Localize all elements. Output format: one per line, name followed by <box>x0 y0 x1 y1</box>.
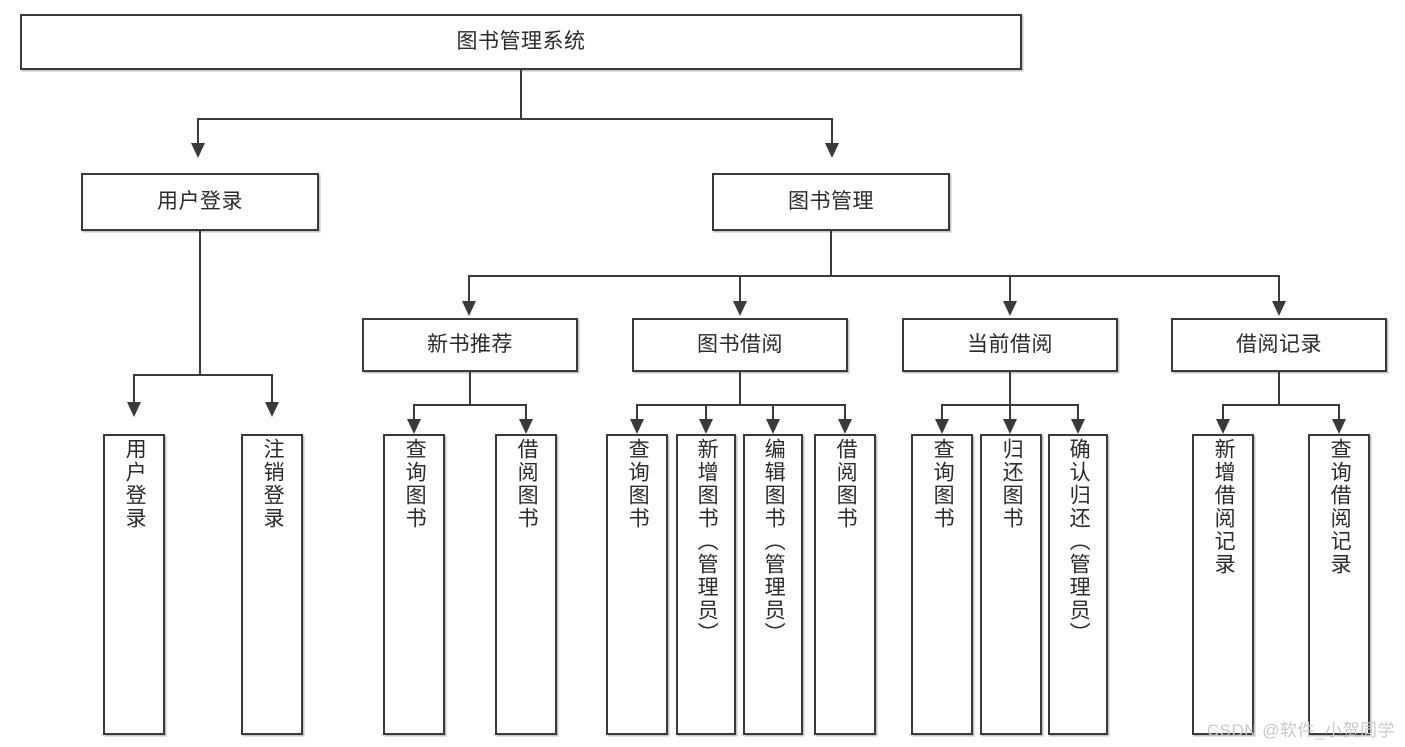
node-book-management[interactable]: 图书管理 <box>712 173 950 231</box>
connector-book-manage-drop-3 <box>1009 275 1011 303</box>
connector-current-borrow-stem <box>1009 372 1011 406</box>
node-leaf-add-borrow-record[interactable]: 新增借阅记录 <box>1192 434 1254 735</box>
connector-root-drop-right <box>831 118 833 146</box>
node-leaf-borrow-book[interactable]: 借阅图书 <box>814 434 876 735</box>
node-label: 借阅图书 <box>515 438 539 530</box>
node-label: 图书管理系统 <box>456 30 586 54</box>
node-current-borrow[interactable]: 当前借阅 <box>902 318 1118 372</box>
connector-book-borrow-drop-2 <box>705 404 707 422</box>
connector-book-manage-drop-2 <box>739 275 741 303</box>
arrowhead-leaf-add-record <box>1216 419 1230 434</box>
node-leaf-edit-book-admin[interactable]: 编辑图书（管理员） <box>743 434 803 735</box>
node-label: 归还图书 <box>1000 438 1024 530</box>
connector-new-book-drop-1 <box>413 404 415 422</box>
arrowhead-leaf-borrow-book-2 <box>838 419 852 434</box>
node-root-system[interactable]: 图书管理系统 <box>20 14 1022 70</box>
arrowhead-leaf-query-book-3 <box>935 419 949 434</box>
arrowhead-leaf-logout <box>265 402 279 417</box>
connector-borrow-record-stem <box>1278 372 1280 406</box>
connector-user-login-stem <box>199 231 201 376</box>
arrowhead-borrow-record <box>1272 301 1286 316</box>
arrowhead-leaf-user-login <box>127 402 141 417</box>
node-book-borrow[interactable]: 图书借阅 <box>632 318 848 372</box>
node-label: 用户登录 <box>123 438 147 530</box>
node-label: 用户登录 <box>157 190 243 214</box>
connector-root-stem <box>520 70 522 119</box>
connector-borrow-record-drop-1 <box>1222 404 1224 422</box>
node-borrow-record[interactable]: 借阅记录 <box>1171 318 1387 372</box>
node-label: 查询图书 <box>931 438 955 530</box>
node-label: 借阅图书 <box>834 438 858 530</box>
arrowhead-book-manage <box>825 143 839 158</box>
node-leaf-user-login[interactable]: 用户登录 <box>103 434 165 735</box>
connector-new-book-bus <box>413 404 527 406</box>
node-user-login[interactable]: 用户登录 <box>81 173 319 231</box>
node-leaf-return-book[interactable]: 归还图书 <box>980 434 1042 735</box>
connector-borrow-record-drop-2 <box>1338 404 1340 422</box>
connector-book-borrow-drop-1 <box>636 404 638 422</box>
node-leaf-confirm-return-admin[interactable]: 确认归还（管理员） <box>1048 434 1108 735</box>
arrowhead-user-login <box>191 143 205 158</box>
node-label: 图书管理 <box>788 190 874 214</box>
arrowhead-leaf-return-book <box>1003 419 1017 434</box>
arrowhead-new-book-recommend <box>462 301 476 316</box>
node-leaf-query-book-borrow[interactable]: 查询图书 <box>606 434 668 735</box>
connector-book-borrow-drop-4 <box>844 404 846 422</box>
node-label: 新增借阅记录 <box>1212 438 1236 576</box>
node-leaf-add-book-admin[interactable]: 新增图书（管理员） <box>676 434 736 735</box>
connector-current-borrow-drop-1 <box>941 404 943 422</box>
arrowhead-current-borrow <box>1003 301 1017 316</box>
node-label: 注销登录 <box>261 438 285 530</box>
node-label: 图书借阅 <box>697 333 783 357</box>
connector-current-borrow-drop-3 <box>1077 404 1079 422</box>
watermark-text: CSDN @软件_小贺同学 <box>1206 721 1395 740</box>
node-label: 编辑图书（管理员） <box>762 438 786 645</box>
node-leaf-query-book-recommend[interactable]: 查询图书 <box>383 434 445 735</box>
connector-new-book-stem <box>469 372 471 406</box>
connector-book-manage-bus <box>468 275 1279 277</box>
connector-book-borrow-bus <box>636 404 846 406</box>
arrowhead-book-borrow <box>733 301 747 316</box>
connector-root-bus <box>197 118 833 120</box>
node-label: 借阅记录 <box>1236 333 1322 357</box>
connector-user-login-drop-1 <box>133 374 135 404</box>
node-new-book-recommend[interactable]: 新书推荐 <box>362 318 578 372</box>
connector-user-login-bus <box>133 374 273 376</box>
connector-book-manage-drop-1 <box>468 275 470 303</box>
connector-root-drop-left <box>197 118 199 146</box>
arrowhead-leaf-confirm-return <box>1071 419 1085 434</box>
connector-current-borrow-drop-2 <box>1009 404 1011 422</box>
node-label: 新增图书（管理员） <box>695 438 719 645</box>
connector-borrow-record-bus <box>1222 404 1340 406</box>
arrowhead-leaf-query-book-1 <box>407 419 421 434</box>
node-leaf-query-book-current[interactable]: 查询图书 <box>911 434 973 735</box>
node-leaf-logout[interactable]: 注销登录 <box>241 434 303 735</box>
node-label: 查询图书 <box>626 438 650 530</box>
connector-new-book-drop-2 <box>525 404 527 422</box>
connector-user-login-drop-2 <box>271 374 273 404</box>
node-leaf-borrow-book-recommend[interactable]: 借阅图书 <box>495 434 557 735</box>
node-leaf-query-borrow-record[interactable]: 查询借阅记录 <box>1308 434 1370 735</box>
arrowhead-leaf-query-book-2 <box>630 419 644 434</box>
node-label: 查询借阅记录 <box>1328 438 1352 576</box>
arrowhead-leaf-add-book <box>699 419 713 434</box>
node-label: 新书推荐 <box>427 333 513 357</box>
node-label: 查询图书 <box>403 438 427 530</box>
arrowhead-leaf-borrow-book-1 <box>519 419 533 434</box>
connector-book-manage-drop-4 <box>1278 275 1280 303</box>
connector-book-borrow-drop-3 <box>772 404 774 422</box>
node-label: 确认归还（管理员） <box>1067 438 1091 645</box>
connector-book-borrow-stem <box>739 372 741 406</box>
arrowhead-leaf-query-record <box>1332 419 1346 434</box>
connector-book-manage-stem <box>830 231 832 277</box>
node-label: 当前借阅 <box>967 333 1053 357</box>
arrowhead-leaf-edit-book <box>766 419 780 434</box>
